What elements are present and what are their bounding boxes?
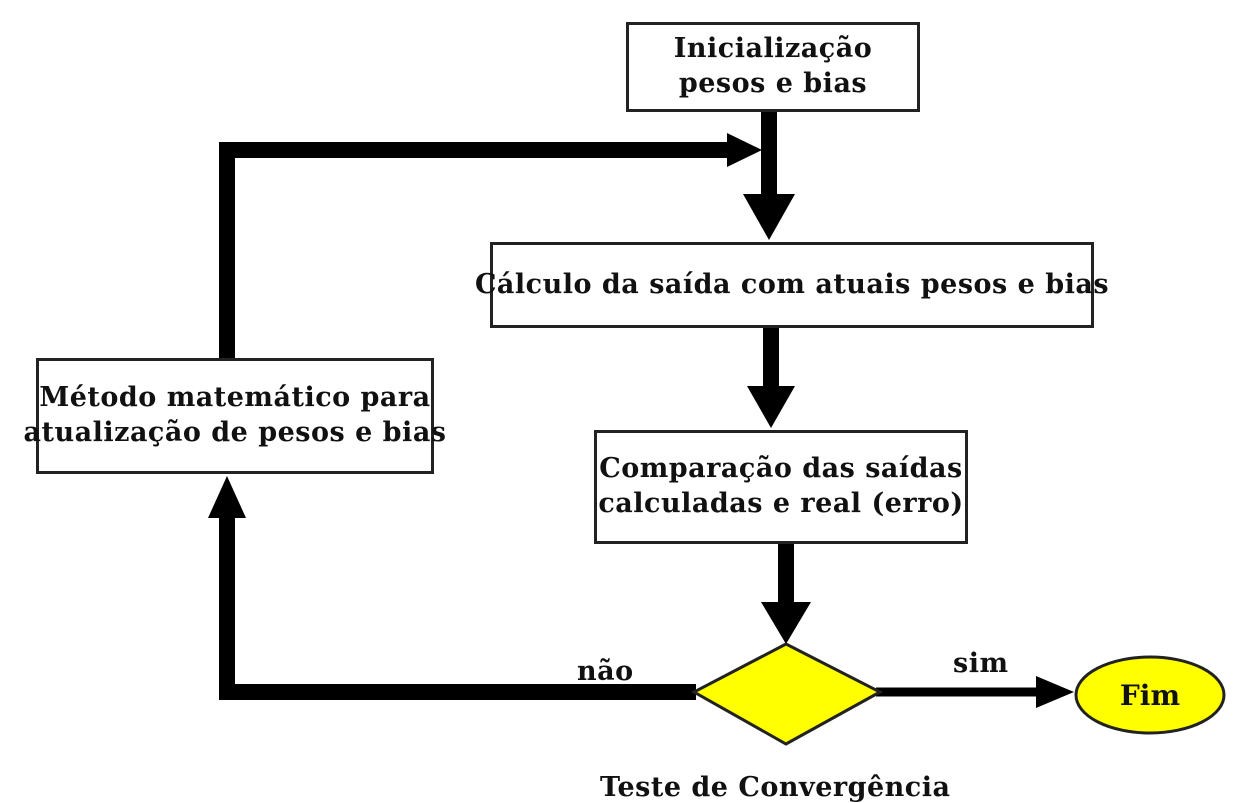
compare-outputs-label-line-1: Comparação das saídas <box>599 453 963 485</box>
end-terminal <box>1074 655 1226 735</box>
compute-output-label: Cálculo da saída com atuais pesos e bias <box>474 268 1110 300</box>
end-label: Fim <box>1119 678 1181 712</box>
arrowhead-comp-to-decision <box>761 602 811 644</box>
init-weights-label-line-2: pesos e bias <box>678 68 868 99</box>
arrowhead-feedback <box>727 133 762 167</box>
arrow-no-path <box>219 516 696 700</box>
edge-label-no: não <box>577 656 634 687</box>
edge-label-yes: sim <box>953 648 1009 679</box>
compute-output-node: Cálculo da saída com atuais pesos e bias <box>475 242 1109 328</box>
arrowhead-to-end <box>1036 676 1074 708</box>
update-method-node: Método matemático para atualização de pe… <box>24 358 446 474</box>
compare-outputs-node: Comparação das saídas calculadas e real … <box>594 430 968 544</box>
compare-outputs-label-line-2: calculadas e real (erro) <box>598 488 964 519</box>
arrowhead-to-method <box>208 476 246 518</box>
init-weights-label-line-1: Inicialização <box>673 33 873 65</box>
update-method-label-line-1: Método matemático para <box>39 382 431 414</box>
arrowhead-calc-to-comp <box>747 386 795 428</box>
feedback-loop-line <box>219 142 730 358</box>
update-method-label-line-2: atualização de pesos e bias <box>23 417 447 448</box>
decision-diamond <box>690 642 884 746</box>
decision-label: Teste de Convergência <box>600 772 951 803</box>
init-weights-node: Inicialização pesos e bias <box>626 22 920 112</box>
arrowhead-init-to-calc <box>743 194 795 240</box>
